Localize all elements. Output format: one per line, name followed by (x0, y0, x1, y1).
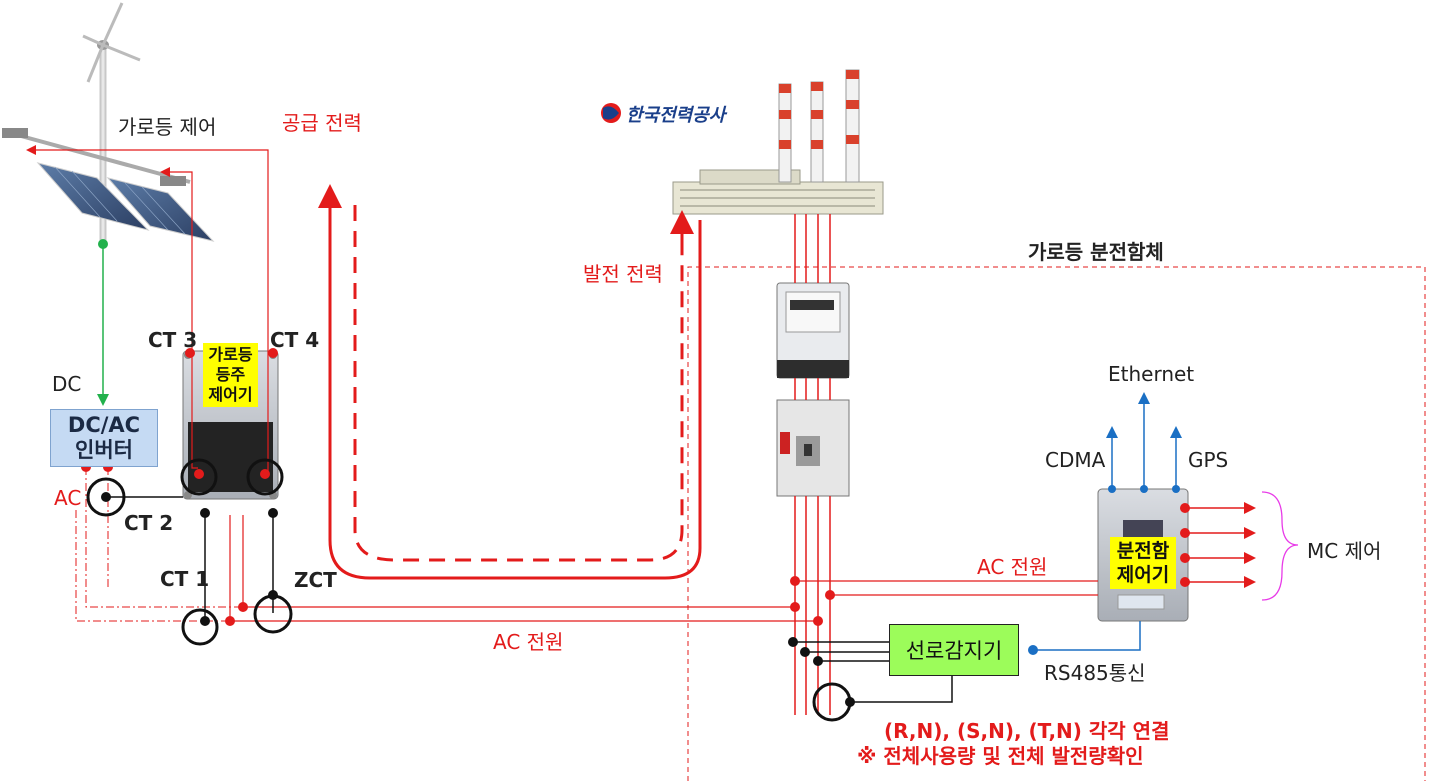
cdma-label: CDMA (1045, 448, 1106, 472)
gps-label: GPS (1188, 448, 1229, 472)
zct-label: ZCT (294, 568, 337, 592)
dc-label: DC (52, 372, 82, 396)
note-line-1: (R,N), (S,N), (T,N) 각각 연결 (884, 719, 1170, 743)
supply-power-label: 공급 전력 (282, 111, 362, 135)
watt-meter-icon (776, 282, 850, 379)
generation-power-label: 발전 전력 (583, 262, 663, 286)
kepco-logo-icon (601, 103, 621, 123)
pole-controller-label: 가로등 등주 제어기 (203, 343, 258, 407)
cabinet-title: 가로등 분전함체 (1028, 240, 1164, 264)
ct2-label: CT 2 (124, 511, 174, 535)
circuit-breaker-icon (776, 399, 850, 497)
ac-label: AC (54, 486, 82, 510)
note-line-2: ※ 전체사용량 및 전체 발전량확인 (857, 744, 1144, 768)
ac-power-bottom-label: AC 전원 (493, 630, 564, 654)
ct3-label: CT 3 (148, 328, 198, 352)
kepco-logo-text: 한국전력공사 (626, 105, 726, 126)
rs485-label: RS485통신 (1044, 661, 1146, 685)
ct1-label: CT 1 (160, 567, 210, 591)
panel-controller-label: 분전함 제어기 (1110, 537, 1176, 589)
solar-panel-icon (2, 128, 215, 242)
streetlight-control-label: 가로등 제어 (118, 115, 217, 139)
power-plant-icon (672, 69, 884, 215)
ethernet-label: Ethernet (1108, 362, 1195, 386)
dc-ac-inverter: DC/AC 인버터 (50, 409, 158, 467)
ac-power-top-label: AC 전원 (977, 555, 1048, 579)
ct4-label: CT 4 (270, 328, 320, 352)
mc-control-label: MC 제어 (1307, 539, 1382, 563)
line-sensor-box: 선로감지기 (889, 624, 1019, 676)
